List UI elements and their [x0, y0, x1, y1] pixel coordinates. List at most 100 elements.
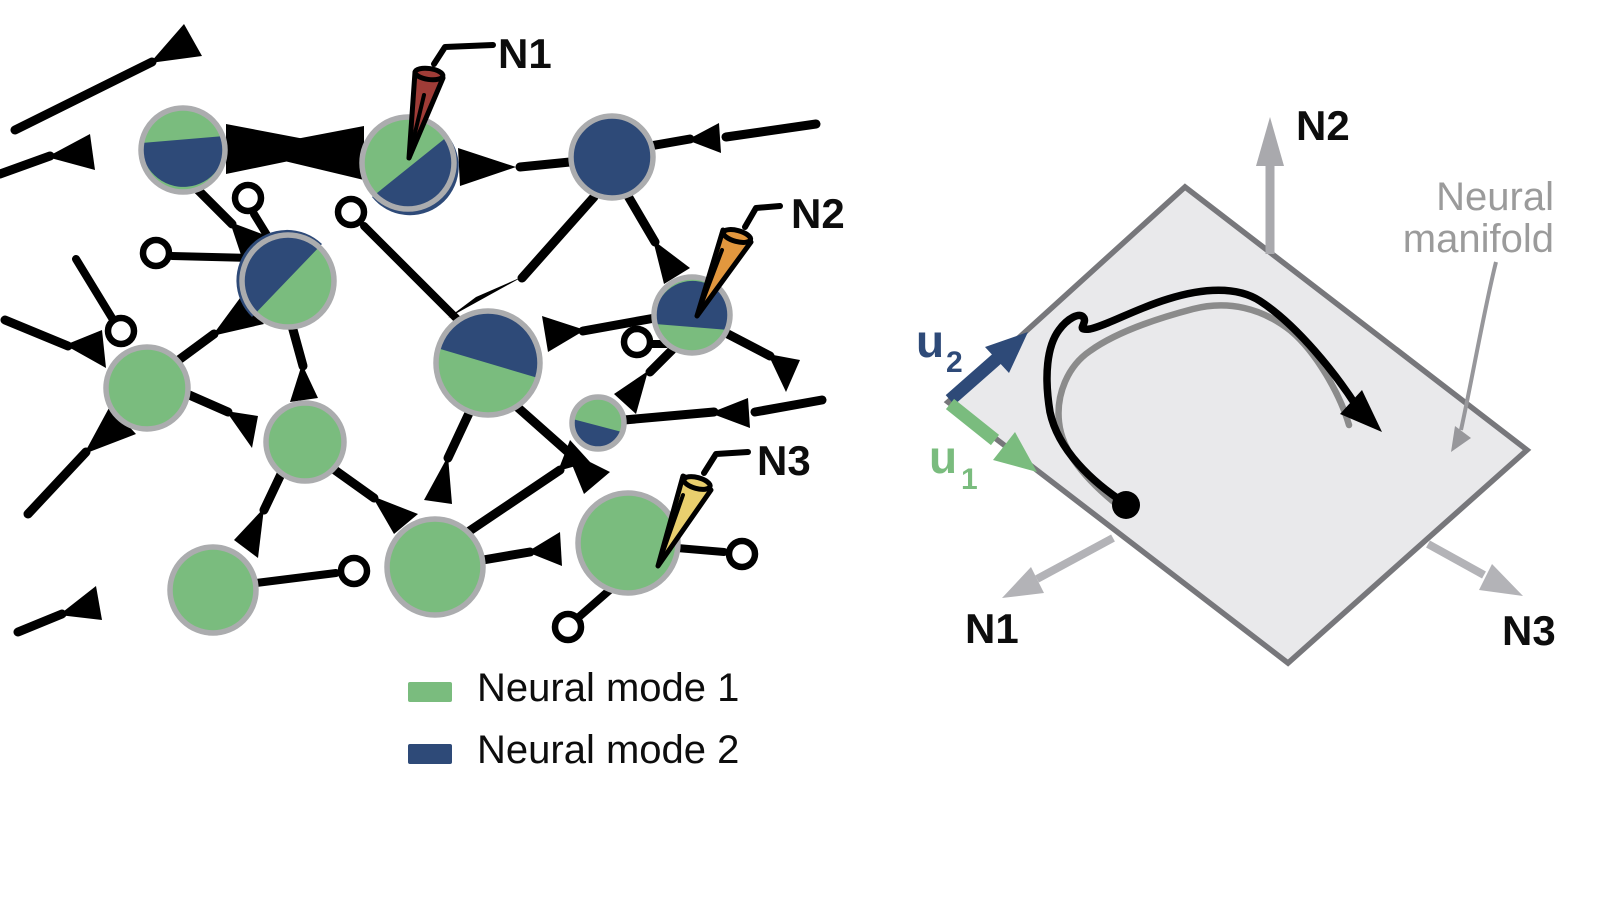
inhibitory-terminal-icon — [231, 181, 265, 215]
inhibitory-terminal-icon — [104, 314, 138, 348]
excitatory-terminal-icon — [234, 508, 264, 558]
neuron-pie — [568, 113, 656, 201]
excitatory-terminal-icon — [527, 532, 562, 566]
excitatory-terminal-icon — [768, 354, 800, 392]
legend: Neural mode 1 Neural mode 2 — [408, 666, 739, 772]
excitatory-terminal-icon — [290, 364, 318, 402]
manifold-label-line1: Neural — [1436, 175, 1554, 219]
axon — [463, 465, 565, 537]
electrode-n3-label: N3 — [757, 437, 811, 484]
excitatory-terminal-icon — [212, 298, 264, 336]
axon — [517, 192, 599, 283]
axon — [10, 57, 157, 135]
axon — [478, 547, 535, 565]
axon — [23, 447, 91, 519]
axon — [721, 119, 821, 142]
excitatory-terminal-icon — [424, 456, 452, 504]
excitatory-terminal-icon — [59, 586, 102, 620]
excitatory-terminal-icon — [372, 496, 418, 534]
excitatory-terminal-icon — [458, 148, 516, 186]
neuron-pie — [236, 229, 337, 330]
neuron-pie — [167, 544, 259, 636]
axon — [72, 255, 116, 322]
neuron-pie — [103, 344, 191, 432]
axon — [0, 151, 55, 179]
electrode-n1-label: N1 — [498, 30, 552, 77]
neuron-pie — [575, 490, 681, 596]
basis-vector-u2: u 2 — [916, 315, 1028, 405]
axon — [252, 569, 340, 587]
axon — [510, 400, 573, 457]
axon — [168, 252, 256, 262]
axon — [327, 463, 379, 503]
manifold-panel: N2 N1 N3 u 2 u 1 — [916, 102, 1556, 667]
inhibitory-terminal-icon — [334, 195, 368, 229]
electrode-slit-icon — [656, 493, 685, 568]
axon — [673, 544, 728, 556]
axon — [750, 395, 827, 417]
inhibitory-terminal-icon — [139, 236, 173, 270]
axis-n1: N1 — [965, 534, 1115, 652]
axon — [443, 406, 475, 463]
axon — [719, 327, 775, 361]
excitatory-terminal-icon — [238, 126, 364, 180]
electrode-n2-label: N2 — [791, 190, 845, 237]
u1-subscript: 1 — [961, 463, 978, 496]
inhibitory-terminal-icon — [725, 537, 759, 571]
neuron-pie — [433, 308, 543, 418]
annotation-arrowhead-icon — [1451, 426, 1471, 452]
u2-label: u — [916, 315, 944, 367]
excitatory-terminal-icon — [226, 411, 258, 448]
excitatory-terminal-icon — [150, 24, 202, 63]
axon — [182, 389, 233, 417]
excitatory-terminal-icon — [84, 406, 136, 454]
excitatory-terminal-icon — [614, 371, 648, 414]
excitatory-terminal-icon — [448, 276, 524, 318]
axon — [578, 313, 660, 336]
electrode-n2: N2 — [694, 190, 845, 319]
electrode-slit-icon — [407, 93, 426, 160]
electrode-tip-opening-icon — [720, 227, 754, 245]
excitatory-terminal-icon — [65, 330, 106, 368]
inhibitory-terminals — [104, 181, 759, 644]
axon — [13, 609, 67, 637]
axon — [645, 345, 677, 377]
electrode-tip-opening-icon — [412, 65, 446, 83]
neurons — [103, 105, 733, 636]
trajectory-arrowhead-icon — [1340, 390, 1382, 432]
u1-label: u — [929, 431, 957, 483]
axis-arrowhead-icon — [1479, 564, 1523, 596]
axon — [645, 134, 695, 151]
excitatory-terminal-icon — [653, 240, 690, 284]
electrode-slit-icon — [695, 248, 724, 318]
axis-n1-label: N1 — [965, 605, 1019, 652]
u2-subscript: 2 — [946, 346, 963, 379]
neuron-pie — [569, 394, 627, 452]
axon — [360, 222, 464, 326]
axon-network — [0, 24, 827, 637]
legend-swatch-mode1 — [408, 682, 452, 702]
electrode-lead-line — [701, 449, 751, 476]
axis-n2-label: N2 — [1296, 102, 1350, 149]
trajectory-start-dot — [1112, 491, 1140, 519]
basis-vector-u1: u 1 — [929, 398, 1037, 496]
inhibitory-terminal-icon — [551, 610, 585, 644]
excitatory-terminal-icon — [710, 398, 750, 428]
axon — [193, 185, 237, 229]
electrode-tip-opening-icon — [681, 474, 713, 492]
axon — [0, 315, 73, 351]
electrode-lead-line — [742, 203, 783, 230]
legend-swatch-mode2 — [408, 744, 452, 764]
excitatory-terminal-icon — [542, 316, 585, 352]
axon — [515, 157, 575, 172]
electrode-n3: N3 — [655, 437, 811, 569]
axis-n3-label: N3 — [1502, 607, 1556, 654]
legend-label-mode2: Neural mode 2 — [477, 728, 739, 772]
basis-arrowhead-icon — [993, 432, 1037, 472]
axon — [259, 467, 287, 515]
electrode-n1: N1 — [406, 30, 552, 161]
axon — [623, 191, 660, 247]
axis-n2: N2 — [1256, 102, 1350, 254]
